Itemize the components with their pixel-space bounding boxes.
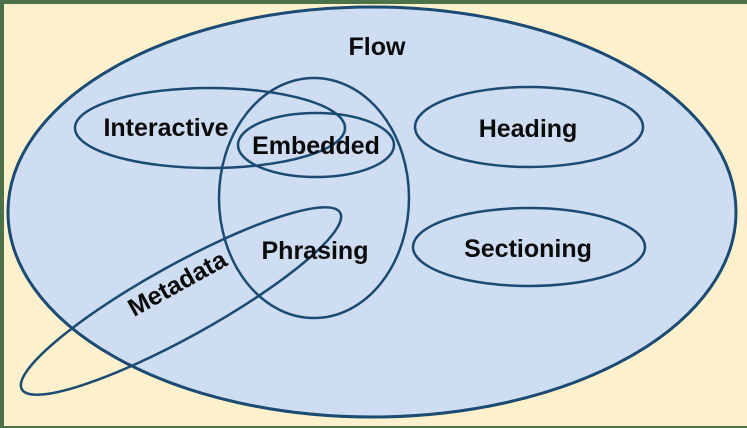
sectioning-set-ellipse — [411, 206, 647, 288]
heading-set-ellipse — [413, 85, 645, 169]
flow-set-ellipse — [6, 5, 738, 419]
sectioning-label: Sectioning — [464, 235, 592, 263]
interactive-set-ellipse — [73, 86, 347, 170]
window-frame-left — [0, 0, 4, 428]
flow-label: Flow — [349, 33, 406, 61]
metadata-set-ellipse — [19, 206, 343, 396]
interactive-label: Interactive — [103, 114, 228, 142]
window-frame-bottom — [0, 426, 747, 428]
heading-label: Heading — [479, 115, 578, 143]
window-frame-top — [0, 0, 747, 4]
phrasing-set-ellipse — [217, 76, 411, 320]
phrasing-label: Phrasing — [262, 237, 369, 265]
embedded-label: Embedded — [252, 132, 380, 160]
embedded-set-ellipse — [236, 111, 396, 179]
